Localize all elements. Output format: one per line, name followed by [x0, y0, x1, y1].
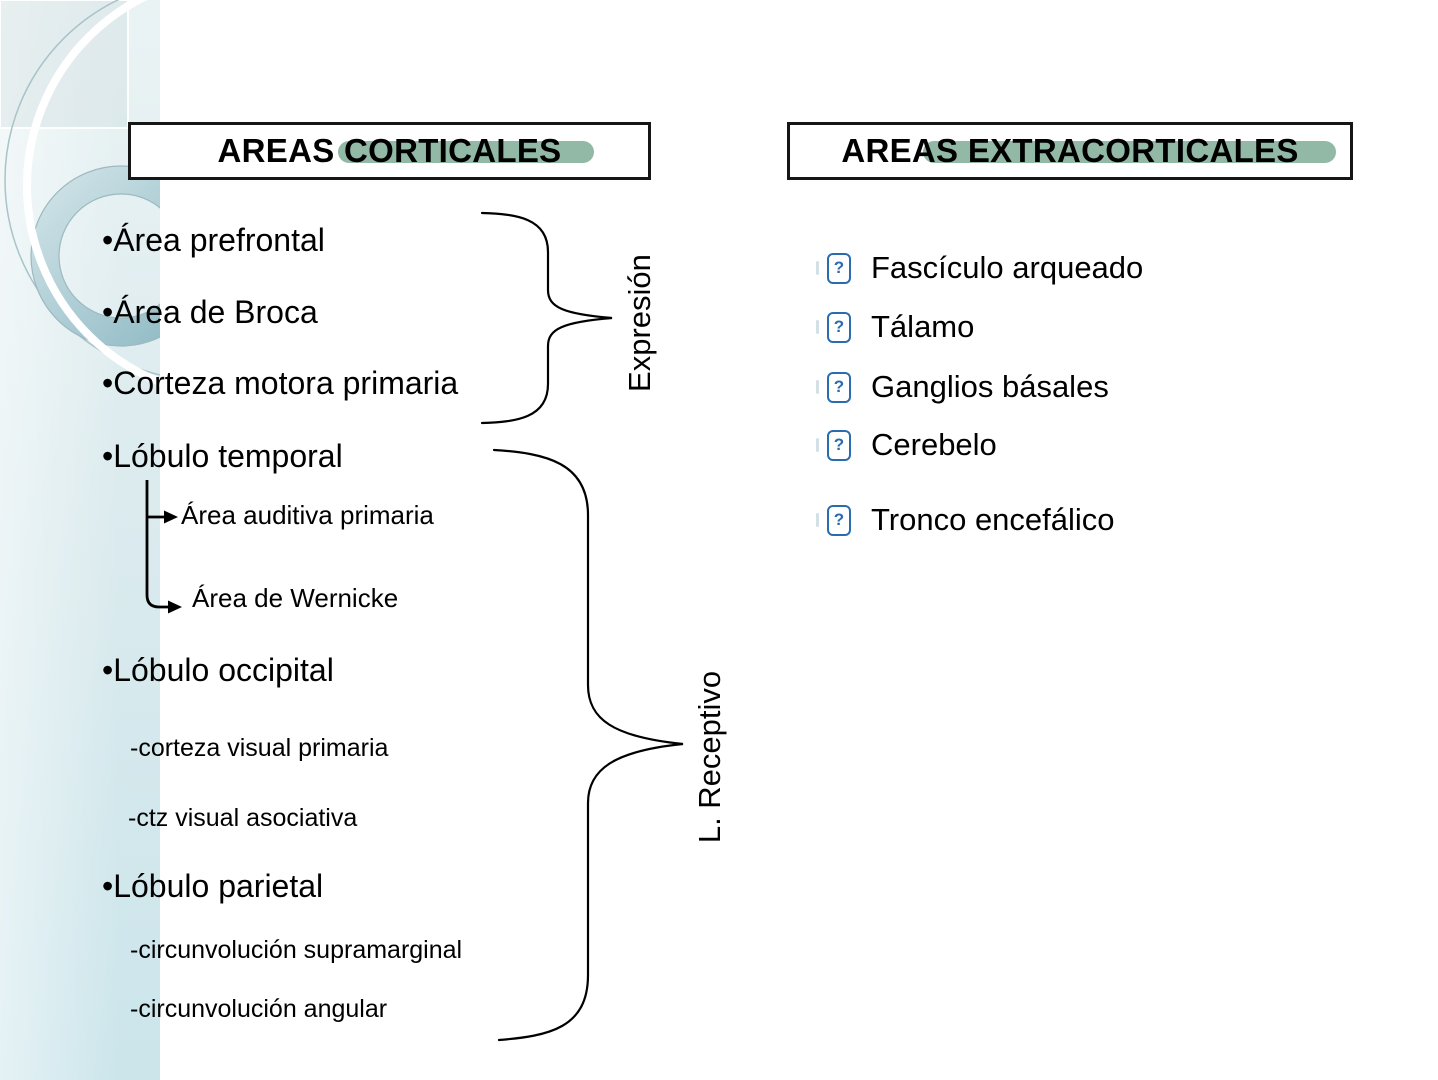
- faint-tick: [816, 320, 819, 334]
- list-item-label: Cerebelo: [871, 427, 997, 462]
- cortical-title: AREAS CORTICALES: [217, 132, 562, 169]
- thin-circle-decor: [4, 0, 160, 376]
- list-item: ? Tronco encefálico: [816, 500, 1115, 540]
- list-item-label: Fascículo arqueado: [871, 250, 1144, 285]
- decor-band: [0, 0, 160, 1080]
- list-item-label: Tálamo: [871, 309, 975, 344]
- list-item: ? Tálamo: [816, 307, 974, 347]
- title-highlight: [923, 141, 1336, 163]
- missing-glyph-icon: ?: [827, 504, 851, 536]
- expression-label: Expresión: [622, 254, 657, 392]
- list-item: •Área de Broca: [102, 294, 318, 330]
- list-item: Área de Wernicke: [192, 583, 399, 613]
- list-item: -corteza visual primaria: [130, 734, 389, 762]
- white-circle-decor: [23, 0, 160, 387]
- missing-glyph-icon: ?: [827, 252, 851, 284]
- missing-glyph-icon: ?: [827, 311, 851, 343]
- list-item: ? Fascículo arqueado: [816, 248, 1143, 288]
- faint-tick: [816, 438, 819, 452]
- list-item: •Corteza motora primaria: [102, 365, 459, 401]
- list-item: •Área prefrontal: [102, 222, 325, 258]
- faint-tick: [816, 380, 819, 394]
- receptive-brace: [492, 448, 684, 1042]
- missing-glyph-icon: ?: [827, 429, 851, 461]
- list-item: Área auditiva primaria: [181, 500, 434, 530]
- list-item: -circunvolución angular: [130, 995, 388, 1023]
- cortical-title-box: AREAS CORTICALES: [128, 122, 651, 180]
- list-item: •Lóbulo parietal: [102, 868, 324, 904]
- faint-tick: [816, 261, 819, 275]
- list-item: -ctz visual asociativa: [128, 804, 358, 832]
- arrowhead-icon: [164, 510, 178, 524]
- arrowhead-icon: [168, 600, 182, 614]
- list-item: ? Cerebelo: [816, 425, 997, 465]
- faint-tick: [816, 513, 819, 527]
- list-item-label: Tronco encefálico: [871, 502, 1115, 537]
- list-item: •Lóbulo temporal: [102, 438, 343, 474]
- list-item: ? Ganglios básales: [816, 367, 1109, 407]
- extracortical-title: AREAS EXTRACORTICALES: [841, 132, 1299, 169]
- ring-decor: [31, 166, 160, 346]
- extracortical-title-box: AREAS EXTRACORTICALES: [787, 122, 1353, 180]
- receptive-label: L. Receptivo: [692, 670, 727, 844]
- list-item: -circunvolución supramarginal: [130, 936, 463, 964]
- list-item: •Lóbulo occipital: [102, 652, 334, 688]
- expression-brace: [480, 211, 613, 425]
- list-item-label: Ganglios básales: [871, 369, 1109, 404]
- missing-glyph-icon: ?: [827, 371, 851, 403]
- title-highlight: [338, 141, 594, 163]
